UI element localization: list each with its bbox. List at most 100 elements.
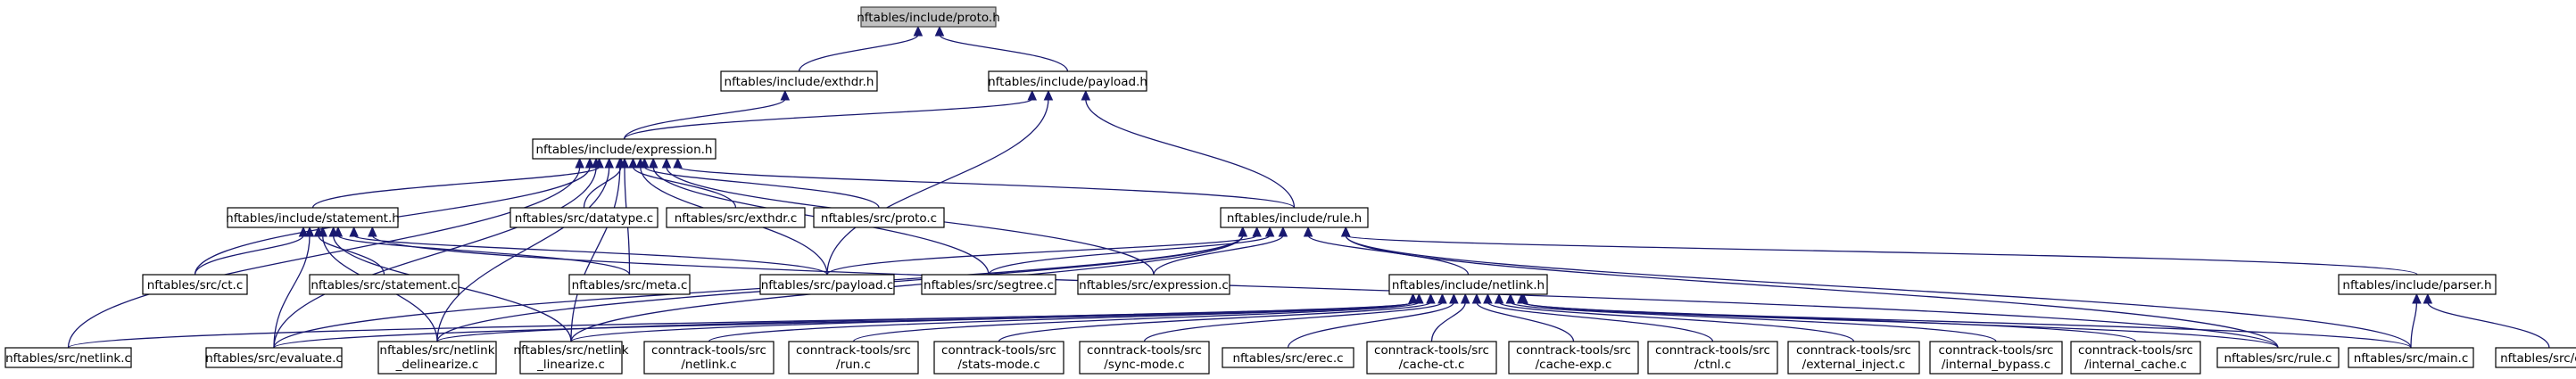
node-box [309, 274, 460, 295]
file-node-exthdr-h[interactable]: nftables/include/exthdr.h [720, 70, 878, 92]
file-node-ct-intbyp-c[interactable]: conntrack-tools/src/internal_bypass.c [1929, 341, 2063, 375]
file-node-ct-extinj-c[interactable]: conntrack-tools/src/external_inject.c [1787, 341, 1920, 375]
dependency-edge [1307, 235, 1470, 276]
edge-arrowhead [1471, 292, 1482, 304]
node-label: _linearize.c [536, 358, 605, 372]
edge-arrowhead [661, 157, 672, 169]
dependency-edge [1430, 301, 1466, 342]
file-node-proto-c[interactable]: nftables/src/proto.c [813, 207, 945, 228]
file-node-netlink-c[interactable]: nftables/src/netlink.c [4, 347, 132, 368]
file-node-payload-c[interactable]: nftables/src/payload.c [759, 274, 895, 295]
file-node-expression-h[interactable]: nftables/include/expression.h [532, 138, 716, 160]
file-node-netlink-delin[interactable]: nftables/src/netlink_delinearize.c [377, 341, 497, 375]
dependency-edge [311, 166, 601, 209]
dependency-edge [273, 166, 597, 349]
dependency-edge [371, 235, 2279, 349]
node-label: nftables/src/meta.c [572, 278, 688, 292]
node-label: nftables/include/exthdr.h [725, 75, 874, 89]
file-node-ct-stats-c[interactable]: conntrack-tools/src/stats-mode.c [933, 341, 1064, 375]
edge-arrowhead [635, 157, 645, 169]
dependency-edge [826, 235, 1258, 276]
dependency-edge [623, 98, 1033, 140]
node-label: nftables/include/expression.h [536, 143, 713, 157]
edge-arrowhead [368, 226, 377, 237]
file-node-ct-run-c[interactable]: conntrack-tools/src/run.c [788, 341, 919, 375]
node-box [720, 70, 878, 92]
node-box [1220, 207, 1369, 228]
file-node-exthdr-c[interactable]: nftables/src/exthdr.c [666, 207, 806, 228]
node-label: nftables/src/ct.c [147, 278, 244, 292]
edge-arrowhead [298, 226, 309, 237]
dependency-edge [998, 301, 1432, 342]
dependency-edge [708, 301, 1414, 342]
node-label: /ctnl.c [1694, 358, 1731, 372]
node-label: nftables/src/datatype.c [515, 211, 653, 226]
node-box [532, 138, 716, 160]
file-node-payload-h[interactable]: nftables/include/payload.h [988, 70, 1147, 92]
node-label: conntrack-tools/src [2078, 343, 2193, 358]
node-label: conntrack-tools/src [1087, 343, 1202, 358]
node-label: /stats-mode.c [957, 358, 1040, 372]
file-node-rule-h[interactable]: nftables/include/rule.h [1220, 207, 1369, 228]
node-label: conntrack-tools/src [1796, 343, 1911, 358]
node-label: nftables/include/statement.h [226, 211, 400, 226]
file-node-netlink-lin[interactable]: nftables/src/netlink_linearize.c [513, 341, 629, 375]
file-node-ct-netlink-c[interactable]: conntrack-tools/src/netlink.c [643, 341, 774, 375]
node-label: nftables/src/exthdr.c [675, 211, 798, 226]
edge-arrowhead [780, 89, 791, 101]
file-node-ct-cachect-c[interactable]: conntrack-tools/src/cache-ct.c [1366, 341, 1497, 375]
node-label: nftables/include/proto.h [857, 11, 1000, 25]
file-node-rule-c[interactable]: nftables/src/rule.c [2216, 347, 2340, 368]
dependency-edge [1085, 98, 1296, 209]
file-node-ct-c[interactable]: nftables/src/ct.c [142, 274, 248, 295]
file-node-ct-cacheexp-c[interactable]: conntrack-tools/src/cache-exp.c [1508, 341, 1639, 375]
node-box [227, 207, 399, 228]
node-box [988, 70, 1147, 92]
node-box [2216, 347, 2340, 368]
dependency-edge [939, 34, 1069, 72]
file-node-meta-c[interactable]: nftables/src/meta.c [568, 274, 691, 295]
edge-arrowhead [604, 157, 615, 169]
edge-arrowhead [1449, 292, 1459, 304]
node-box [759, 274, 895, 295]
edge-arrowhead [1264, 226, 1275, 237]
file-node-ct-intcache-c[interactable]: conntrack-tools/src/internal_cache.c [2070, 341, 2201, 375]
file-node-main-c[interactable]: nftables/src/main.c [2348, 347, 2474, 368]
edge-arrowhead [1494, 292, 1504, 304]
edge-arrowhead [673, 157, 683, 169]
root-node-proto-h: nftables/include/proto.h [857, 6, 1000, 28]
dependency-edge [1476, 301, 1575, 342]
file-node-parser-h[interactable]: nftables/include/parser.h [2338, 274, 2497, 295]
file-node-erec-c[interactable]: nftables/src/erec.c [1222, 347, 1354, 368]
edge-arrowhead [1460, 292, 1470, 304]
file-node-evaluate-c[interactable]: nftables/src/evaluate.c [205, 347, 343, 368]
file-node-segtree-c[interactable]: nftables/src/segtree.c [921, 274, 1056, 295]
file-node-statement-c[interactable]: nftables/src/statement.c [309, 274, 460, 295]
node-box [509, 207, 658, 228]
file-node-expression-c[interactable]: nftables/src/expression.c [1077, 274, 1230, 295]
file-node-netlink-h[interactable]: nftables/include/netlink.h [1388, 274, 1548, 295]
node-label: conntrack-tools/src [1655, 343, 1770, 358]
dependency-edge [1345, 235, 2412, 349]
file-node-ct-ctnl-c[interactable]: conntrack-tools/src/ctnl.c [1647, 341, 1778, 375]
edge-arrowhead [1483, 292, 1493, 304]
dependency-edge [988, 235, 1271, 276]
dependency-edge [826, 98, 1049, 276]
edge-arrowhead [575, 157, 584, 169]
edge-arrowhead [304, 226, 315, 237]
node-label: nftables/src/main.c [2354, 351, 2469, 366]
file-node-cli-c[interactable]: nftables/src/cli.c [2495, 347, 2576, 368]
dependency-edge [1510, 301, 1997, 342]
node-box [788, 341, 919, 375]
file-node-ct-sync-c[interactable]: conntrack-tools/src/sync-mode.c [1079, 341, 1210, 375]
node-box [2338, 274, 2497, 295]
node-label: conntrack-tools/src [1374, 343, 1489, 358]
node-label: conntrack-tools/src [941, 343, 1056, 358]
dependency-edge [852, 301, 1421, 342]
node-label: nftables/include/netlink.h [1392, 278, 1545, 292]
node-box [205, 347, 343, 368]
file-node-datatype-c[interactable]: nftables/src/datatype.c [509, 207, 658, 228]
file-node-statement-h[interactable]: nftables/include/statement.h [226, 207, 400, 228]
edge-arrowhead [584, 157, 595, 169]
edge-arrowhead [2412, 292, 2422, 304]
